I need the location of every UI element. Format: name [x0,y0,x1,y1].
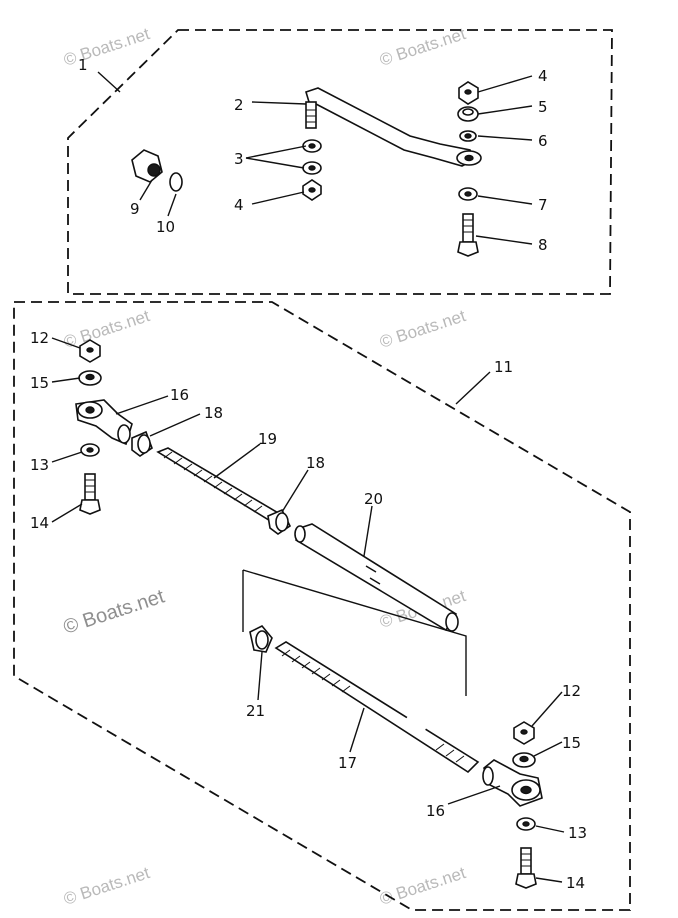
callout-1: 1 [78,56,88,74]
callout-13: 13 [30,456,49,474]
callout-16: 16 [170,386,189,404]
callout-6: 6 [538,132,548,150]
callout-20: 20 [364,490,383,508]
sub-group-outline [242,569,467,696]
callout-7: 7 [538,196,548,214]
callout-13: 13 [568,824,587,842]
watermark: © Boats.net [61,306,152,352]
callout-12: 12 [562,682,581,700]
threaded-rod-part [156,447,282,524]
callout-5: 5 [538,98,548,116]
callout-21: 21 [246,702,265,720]
callout-14: 14 [566,874,585,892]
callout-11: 11 [494,358,513,376]
watermark: © Boats.net [377,306,468,352]
watermark: © Boats.net [377,863,468,909]
callout-3: 3 [234,150,244,168]
o-ring-part [169,172,183,192]
callout-2: 2 [234,96,244,114]
callout-18: 18 [306,454,325,472]
callout-17: 17 [338,754,357,772]
callout-4: 4 [538,67,548,85]
watermark: © Boats.net [61,585,168,638]
bolt-part [462,213,474,243]
callout-14: 14 [30,514,49,532]
watermark: © Boats.net [377,24,468,70]
link-rod-part [305,87,476,167]
steering-rod-part [274,641,480,774]
rod-threads [281,649,465,763]
assembly-11-boundary [13,301,631,911]
watermark: © Boats.net [61,24,152,70]
bolt-head-part [79,499,101,515]
callout-15: 15 [562,734,581,752]
adjusting-tube-part [295,523,458,632]
link-rod-stud-part [305,101,317,129]
callout-9: 9 [130,200,140,218]
bolt-head-part [515,873,537,889]
leader-lines [51,71,565,883]
callout-4: 4 [234,196,244,214]
watermarks: © Boats.net © Boats.net © Boats.net © Bo… [61,24,468,909]
callout-12: 12 [30,329,49,347]
watermark: © Boats.net [61,863,152,909]
bolt-part [84,473,96,501]
bolt-head-part [457,241,479,257]
callout-8: 8 [538,236,548,254]
callout-15: 15 [30,374,49,392]
callout-18: 18 [204,404,223,422]
assembly-1-boundary [67,29,613,295]
bolt-part [520,847,532,875]
rod-threads [163,451,263,513]
callout-19: 19 [258,430,277,448]
callout-labels: 1 2 3 4 4 5 6 7 8 9 10 11 12 12 13 13 14… [30,56,587,892]
callout-16: 16 [426,802,445,820]
callout-10: 10 [156,218,175,236]
